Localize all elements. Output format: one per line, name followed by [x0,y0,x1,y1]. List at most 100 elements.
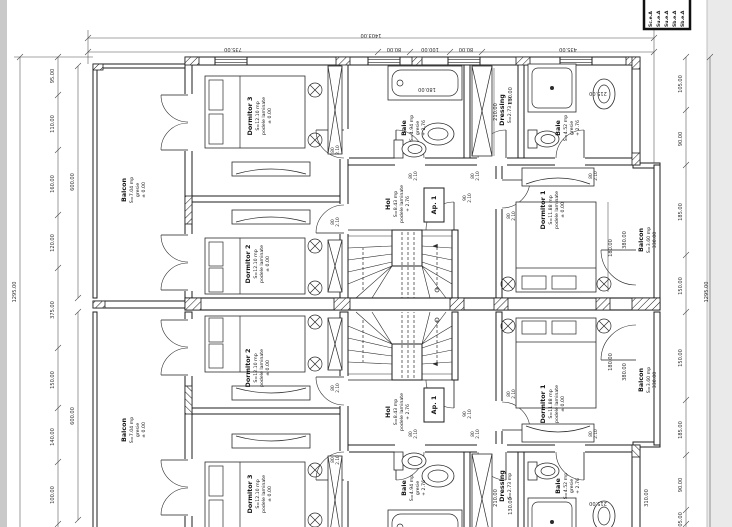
dim-bed-bot: 180.00 [608,353,614,371]
dim-left-6: 150.00 [50,371,56,389]
apartment-badge-bot: Ap. 1 [423,387,445,423]
dim-left-5: 375.00 [50,301,56,319]
svg-text:Dormitor 2: Dormitor 2 [244,245,252,284]
svg-text:Baie: Baie [554,477,562,493]
dim-top-1: 735.00 [224,46,242,52]
svg-text:podele laminate: podele laminate [554,191,560,229]
svg-text:2.10: 2.10 [335,455,341,465]
dim-top-total: 1403.00 [360,32,381,38]
title-block-line-3: Su.e.A [664,10,670,27]
dim-right-1: 105.00 [678,75,684,93]
title-block-line-2: Su.e.A [656,10,662,27]
dim-left-total: 1295.00 [12,281,18,302]
room-label-dressing-bot: Dressing S=2.73 mp [498,470,513,502]
svg-text:80: 80 [408,431,414,437]
dim-wardrobe-top: 210.00 [493,103,499,121]
dim-shower-room-bot: 215.00 [589,500,607,506]
svg-text:± 0.00: ± 0.00 [560,202,566,218]
svg-text:± 0.00: ± 0.00 [267,486,273,502]
svg-text:± 0.00: ± 0.00 [267,108,273,124]
svg-text:Baie: Baie [554,119,562,135]
dimension-texts: 1403.00 735.00 80.00 100.00 80.00 435.00… [12,32,710,527]
dim-right-4: 150.00 [678,277,684,295]
svg-text:± 0.00: ± 0.00 [560,396,566,412]
room-label-hol-top: Hol S=8.43 mp podele laminate + 2.76 [384,185,411,223]
dim-right-7: 90.00 [678,478,684,493]
svg-text:2.10: 2.10 [413,429,419,439]
svg-text:Dormitor 2: Dormitor 2 [244,349,252,388]
svg-text:90: 90 [462,195,468,201]
dim-left-2: 110.00 [50,115,56,133]
svg-text:S=8.43 mp: S=8.43 mp [393,399,399,425]
svg-text:+ 2.76: + 2.76 [575,478,581,494]
svg-text:+ 2.76: + 2.76 [575,120,581,136]
party-wall [92,297,661,311]
room-label-dormitor3-bot: Dormitor 3 S=12.10 mp podele laminate ± … [246,475,273,514]
svg-text:80: 80 [506,391,512,397]
title-block: Sc.e.A Su.e.A Su.e.A Sb.e.A Sb.e.A [642,0,692,31]
svg-text:2.10: 2.10 [335,217,341,227]
dim-right-8: 105.00 [678,512,684,527]
room-label-dormitor2-bot: Dormitor 2 S=12.10 mp podele laminate ± … [244,349,271,388]
svg-text:gresie: gresie [415,481,421,495]
svg-text:80: 80 [330,385,336,391]
svg-text:S=8.43 mp: S=8.43 mp [393,191,399,217]
svg-text:podele laminate: podele laminate [399,185,405,223]
svg-text:2.10: 2.10 [475,171,481,181]
dimension-lines [14,30,714,527]
dim-top-5: 435.00 [559,46,577,52]
room-label-dormitor2-top: Dormitor 2 S=12.10 mp podele laminate ± … [244,245,271,284]
svg-text:Baie: Baie [400,119,408,135]
svg-text:S=3.60 mp: S=3.60 mp [646,367,652,393]
dim-top-2: 80.00 [387,46,402,52]
svg-text:S=4.94 mp: S=4.94 mp [409,115,415,141]
svg-text:Balcon: Balcon [120,418,128,443]
room-label-balcon-right-top: Balcon S=3.60 mp 330.00 [637,227,658,253]
dim-left-inner-top: 600.00 [70,173,76,191]
title-block-line-1: Sc.e.A [648,11,654,27]
svg-text:80: 80 [330,147,336,153]
svg-text:330.00: 330.00 [652,232,658,248]
svg-text:80: 80 [330,219,336,225]
svg-text:podele laminate: podele laminate [399,393,405,431]
svg-text:S=7.04 mp: S=7.04 mp [129,177,135,203]
svg-text:2.10: 2.10 [335,383,341,393]
room-label-baie-mica-bot: Baie S=4.52 mp gresie + 2.76 [554,473,581,499]
svg-text:80: 80 [470,431,476,437]
dim-wall-seg-bot: 130.00 [508,497,514,515]
svg-text:podele laminate: podele laminate [259,349,265,387]
svg-text:gresie: gresie [415,121,421,135]
svg-text:podele laminate: podele laminate [261,475,267,513]
dim-left-inner-bot: 600.00 [70,407,76,425]
svg-text:80: 80 [470,173,476,179]
svg-text:S=12.10 mp: S=12.10 mp [253,353,259,382]
dim-right-6: 185.00 [678,421,684,439]
svg-text:Dressing: Dressing [498,470,506,502]
dim-wardrobe-bot: 210.00 [493,489,499,507]
title-block-line-5: Sb.e.A [680,10,686,27]
svg-text:Dormitor 1: Dormitor 1 [539,385,547,424]
svg-text:2.10: 2.10 [467,409,473,419]
room-label-dormitor1-top: Dormitor 1 S=11.88 mp podele laminate ± … [539,191,566,230]
svg-text:S=4.52 mp: S=4.52 mp [563,115,569,141]
svg-text:podele laminate: podele laminate [259,245,265,283]
svg-text:S=2.73 mp: S=2.73 mp [507,473,513,499]
svg-text:Ap. 1: Ap. 1 [430,196,438,215]
svg-text:330.00: 330.00 [652,372,658,388]
svg-text:± 0.00: ± 0.00 [265,360,271,376]
svg-text:S=4.94 mp: S=4.94 mp [409,475,415,501]
svg-text:Hol: Hol [384,406,392,418]
room-label-dormitor3-top: Dormitor 3 S=12.10 mp podele laminate ± … [246,97,273,136]
dim-bed-top: 180.00 [608,239,614,257]
dim-left-4: 120.00 [50,234,56,252]
room-label-balcon-left-bot: Balcon S=7.04 mp gresie ± 0.00 [120,417,147,443]
room-label-dressing-top: Dressing S=2.73 mp [498,94,513,126]
page-left-margin [0,0,7,527]
svg-text:2.10: 2.10 [511,389,517,399]
svg-text:+ 2.76: + 2.76 [421,120,427,136]
dim-left-8: 100.00 [50,486,56,504]
svg-text:2.10: 2.10 [335,145,341,155]
svg-text:+ 2.76: + 2.76 [405,196,411,212]
dim-left-1: 95.00 [50,69,56,84]
